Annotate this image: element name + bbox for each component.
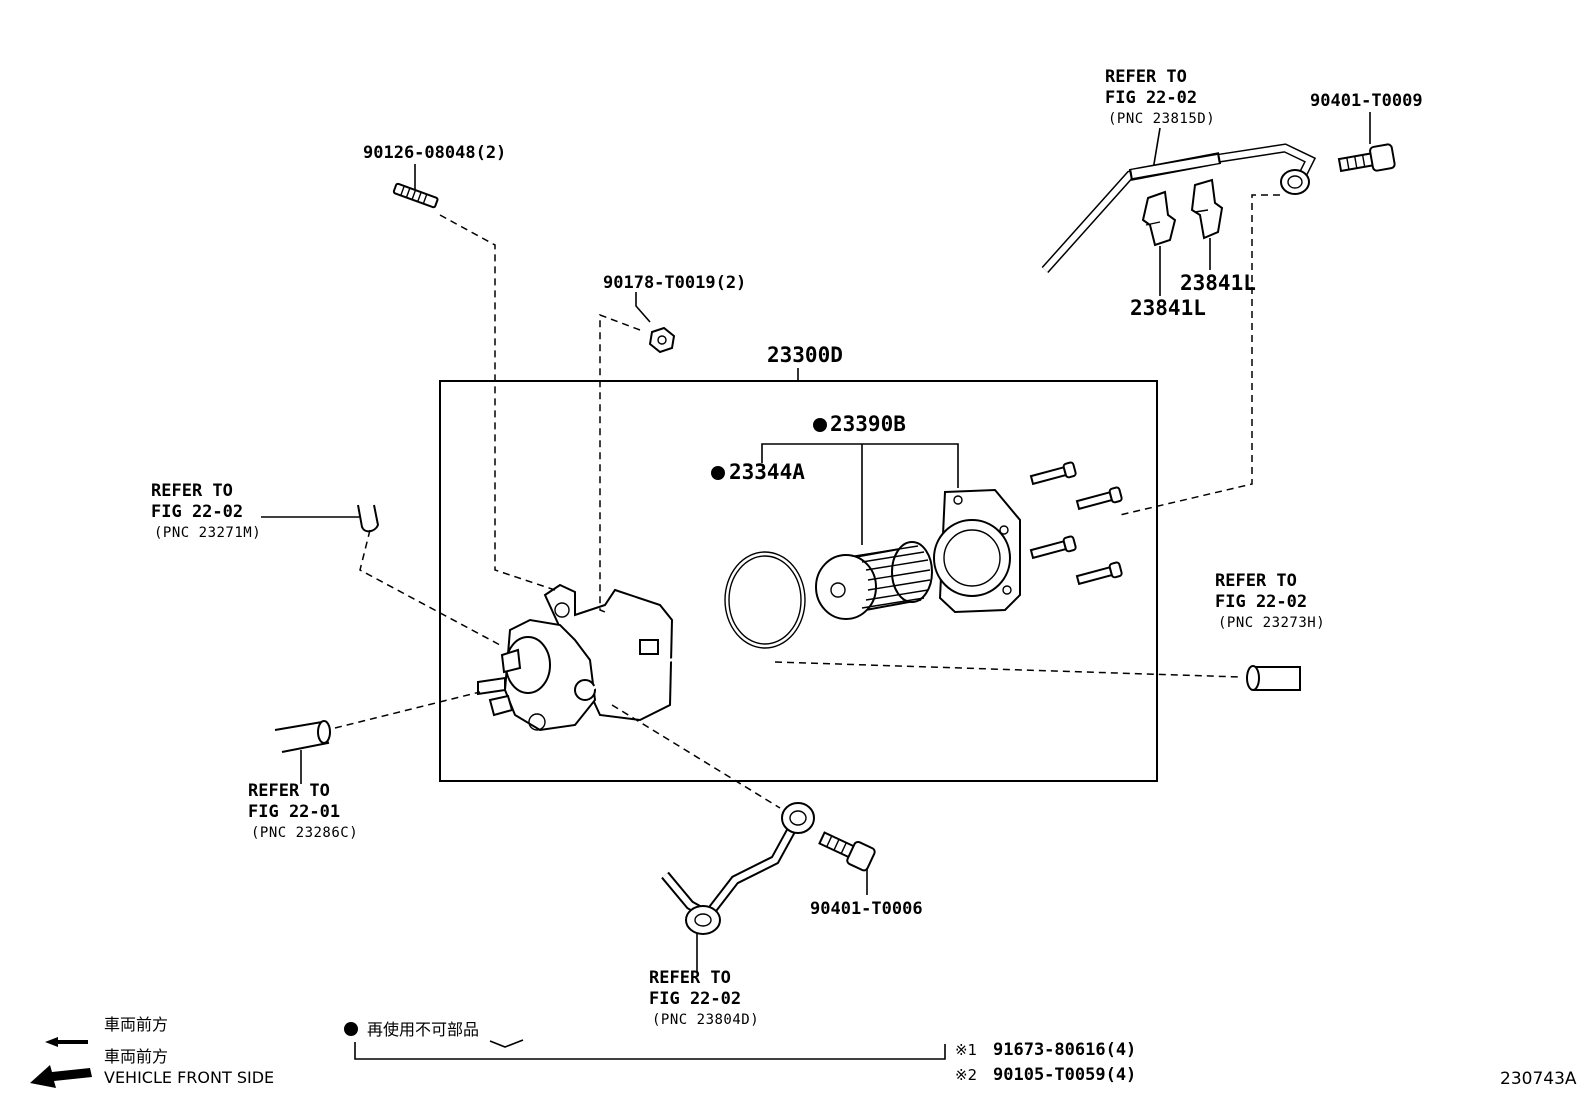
note1-mark: ※1 xyxy=(955,1041,977,1059)
bottom-union-bolt-label: 90401-T0006 xyxy=(810,899,923,919)
left-hose-end xyxy=(357,504,380,533)
nut xyxy=(648,326,676,354)
element-label: 23390B xyxy=(830,412,906,436)
top-union-bolt xyxy=(1337,143,1396,173)
top-fuel-pipe xyxy=(1041,143,1317,274)
oring-label: 23344A xyxy=(729,460,805,484)
clamp-a xyxy=(1141,190,1177,247)
front-en-label: VEHICLE FRONT SIDE xyxy=(104,1068,274,1087)
front-jp-label-2: 車両前方 xyxy=(104,1047,168,1066)
left-refer-pnc: (PNC 23271M) xyxy=(154,525,261,541)
top-union-bolt-label: 90401-T0009 xyxy=(1310,91,1423,111)
right-hose xyxy=(1246,665,1301,691)
clamp-b xyxy=(1190,178,1224,240)
left-refer-fig: FIG 22-02 xyxy=(151,502,243,522)
bottom-refer-fig: FIG 22-02 xyxy=(649,989,741,1009)
note1-part: 91673-80616(4) xyxy=(993,1040,1136,1060)
lower-left-hose xyxy=(274,720,331,753)
lower-left-refer-fig: FIG 22-01 xyxy=(248,802,340,822)
right-refer-fig: FIG 22-02 xyxy=(1215,592,1307,612)
assembly-label: 23300D xyxy=(767,343,843,367)
stud-bolt-label: 90126-08048(2) xyxy=(363,143,506,163)
note2-mark: ※2 xyxy=(955,1066,977,1084)
bottom-fuel-pipe xyxy=(661,802,815,935)
stud-bolt xyxy=(392,182,439,209)
cover-screws xyxy=(1029,461,1123,586)
clamp-a-label: 23841L xyxy=(1130,296,1206,320)
filter-cover xyxy=(933,488,1021,614)
top-refer-fig: FIG 22-02 xyxy=(1105,88,1197,108)
o-ring xyxy=(724,551,806,649)
nut-label: 90178-T0019(2) xyxy=(603,273,746,293)
note2-part: 90105-T0059(4) xyxy=(993,1065,1136,1085)
lower-left-refer-pnc: (PNC 23286C) xyxy=(251,825,358,841)
right-refer-pnc: (PNC 23273H) xyxy=(1218,615,1325,631)
bottom-refer-pnc: (PNC 23804D) xyxy=(652,1012,759,1028)
non-reusable-label: 再使用不可部品 xyxy=(367,1020,479,1039)
front-jp-label-1: 車両前方 xyxy=(104,1015,168,1034)
front-arrow-icon xyxy=(30,1037,92,1088)
filter-housing xyxy=(477,583,761,732)
non-reusable-dot-oring xyxy=(711,466,725,480)
non-reusable-legend-dot xyxy=(344,1022,358,1036)
filter-element xyxy=(815,541,933,620)
top-refer-text: REFER TO xyxy=(1105,67,1187,87)
lower-left-refer-text: REFER TO xyxy=(248,781,330,801)
left-refer-text: REFER TO xyxy=(151,481,233,501)
clamp-b-label: 23841L xyxy=(1180,271,1256,295)
right-refer-text: REFER TO xyxy=(1215,571,1297,591)
figure-id: 230743A xyxy=(1500,1069,1577,1089)
bottom-union-bolt xyxy=(818,831,876,872)
top-refer-pnc: (PNC 23815D) xyxy=(1108,111,1215,127)
bottom-refer-text: REFER TO xyxy=(649,968,731,988)
non-reusable-dot-element xyxy=(813,418,827,432)
